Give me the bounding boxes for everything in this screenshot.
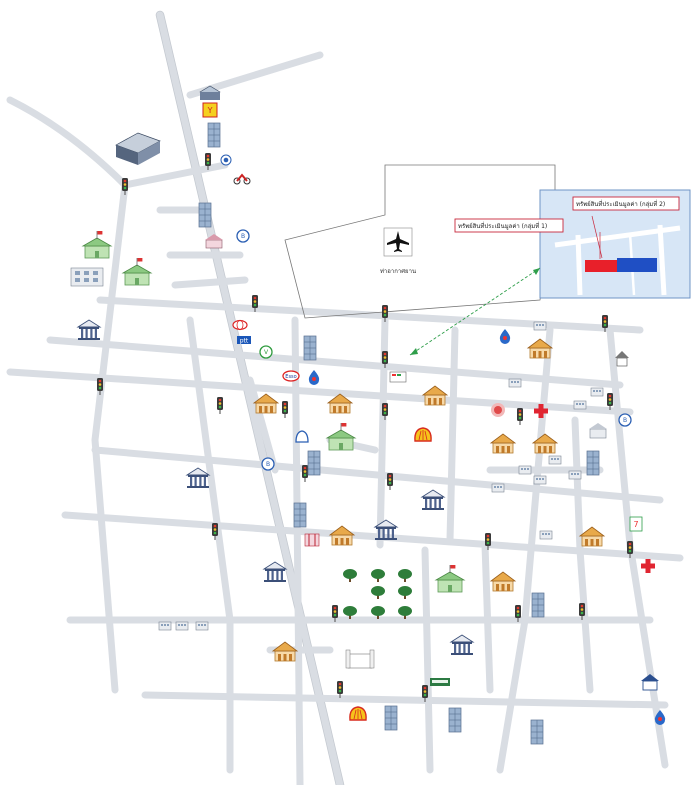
government-building-icon [77,319,101,341]
building-icon [115,132,161,165]
school-icon [82,230,112,259]
location-inset: ทรัพย์สินที่ประเมินมูลค่า (กลุ่มที่ 2) ท… [454,189,691,299]
bank-icon [618,413,632,427]
inset-pointer-line [409,267,541,356]
building-icon [175,621,189,631]
temple-icon [532,433,558,454]
airplane-icon [383,227,413,257]
traffic-light-icon [282,401,288,418]
traffic-light-icon [517,408,523,425]
tree-icon [343,569,357,582]
temple-icon [329,525,355,546]
hospital-icon [641,559,655,573]
svg-text:Y: Y [207,106,213,115]
landmarks: Y ptt V Esso [70,85,666,745]
bank-icon: V [259,345,273,359]
building-icon [568,470,582,480]
fuel-station-icon [414,427,432,442]
building-icon [205,234,223,249]
building-icon [641,674,659,691]
building-icon [198,202,212,228]
airport-boundary [284,164,556,319]
building-icon [304,533,320,547]
fuel-station-icon [349,706,367,721]
building-icon [531,592,545,618]
building-icon [448,707,462,733]
building-icon [158,621,172,631]
building-icon [384,705,398,731]
tree-icon [398,586,412,599]
government-building-icon [186,467,210,489]
store-icon: 7 [629,516,643,532]
building-icon [539,530,553,540]
building-icon [293,502,307,528]
plot-1 [585,260,617,272]
building-icon [220,154,232,166]
svg-text:7: 7 [633,520,638,529]
airport-label: ท่าอากาศยาน [380,268,416,275]
building-icon [548,455,562,465]
bank-icon [261,457,275,471]
building-icon [307,450,321,476]
temple-icon [490,433,516,454]
building-icon [195,621,209,631]
svg-text:ptt: ptt [240,338,249,345]
building-icon [518,465,532,475]
traffic-light-icon [217,397,223,414]
fuel-station-icon: ptt [237,336,251,345]
site-marker [389,371,407,383]
building-icon [573,400,587,410]
fuel-station-icon: Esso [282,370,300,382]
tree-icon [398,569,412,582]
school-icon [435,564,465,593]
svg-text:V: V [264,349,269,356]
building-icon [70,267,104,287]
government-building-icon [450,634,474,656]
bus-stop-icon [430,678,450,686]
government-building-icon [421,489,445,511]
building-icon [586,450,600,476]
temple-icon [579,526,605,547]
building-icon [533,321,547,331]
plot-2 [617,258,657,272]
fuel-station-icon: Y [202,102,218,118]
traffic-light-icon [302,465,308,482]
svg-text:Esso: Esso [285,374,296,380]
building-icon [303,335,317,361]
fuel-station-icon [308,370,320,385]
building-icon [530,719,544,745]
building-icon [207,122,221,148]
fuel-station-icon [499,329,511,344]
hospital-icon [491,403,505,417]
building-icon [589,423,607,439]
toyota-icon [232,319,248,331]
building-icon [590,387,604,397]
building-icon [533,475,547,485]
temple-icon [615,351,629,367]
bank-icon [295,430,309,443]
inset-label-plot1: ทรัพย์สินที่ประเมินมูลค่า (กลุ่มที่ 1) [458,222,547,230]
motorcycle-icon [233,173,251,185]
building-icon [491,483,505,493]
tree-icon [371,586,385,599]
school-icon [122,257,152,286]
inset-label-plot2: ทรัพย์สินที่ประเมินมูลค่า (กลุ่มที่ 2) [576,200,665,208]
temple-icon [490,571,516,592]
building-icon [199,85,221,100]
building-icon [508,378,522,388]
government-building-icon [263,561,287,583]
building-icon [345,649,375,669]
tree-icon [371,569,385,582]
temple-icon [272,641,298,662]
bank-icon [236,229,250,243]
school-icon [326,422,356,451]
traffic-light-icon [387,473,393,490]
inset-pointer-head [410,348,418,355]
temple-icon [422,385,448,406]
